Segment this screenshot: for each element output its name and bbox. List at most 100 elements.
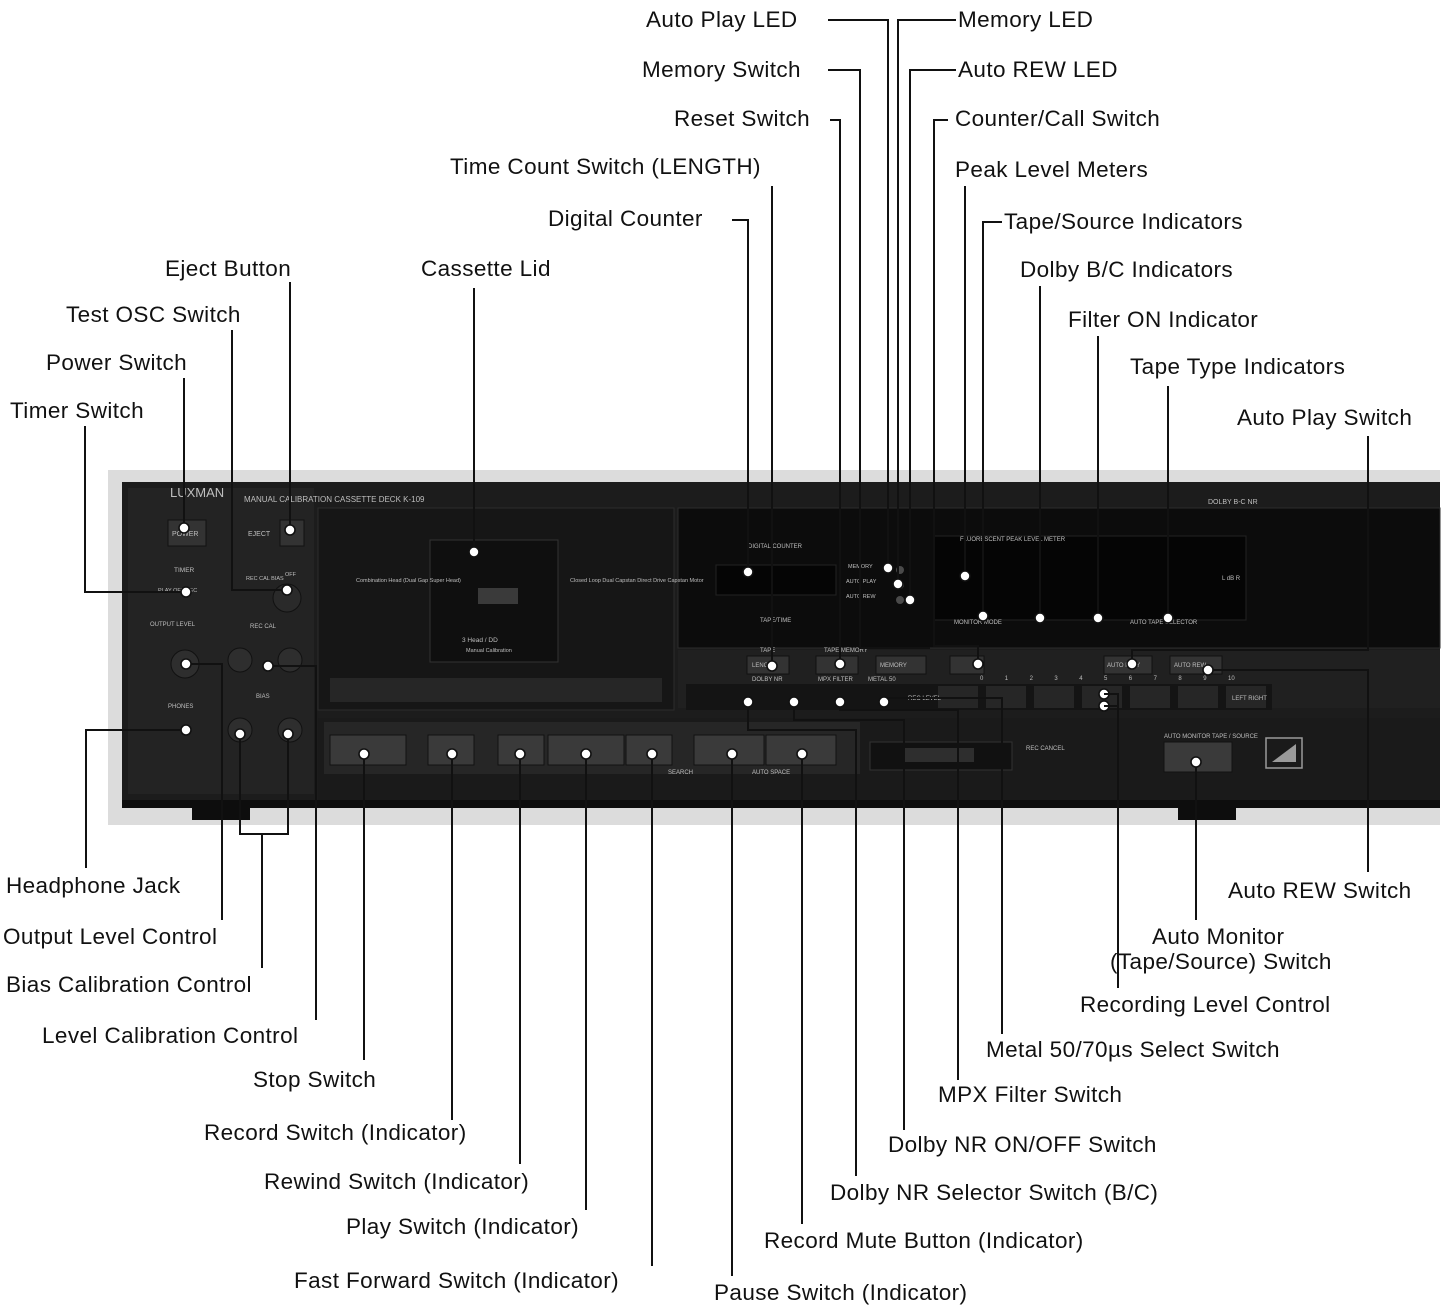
leader-memory-switch: [828, 69, 930, 649]
label-reset-switch: Reset Switch: [674, 106, 811, 131]
panel-printed-text: LUXMAN MANUAL CALIBRATION CASSETTE DECK …: [150, 485, 1267, 776]
panel-search: SEARCH: [668, 770, 693, 776]
label-memory-led: Memory LED: [958, 7, 1094, 32]
scale-mark: 6: [1129, 676, 1133, 682]
panel-head-note: Combination Head (Dual Gap Super Head): [356, 578, 461, 584]
panel-cassette-badge-sub: Manual Calibration: [466, 648, 512, 654]
leader-level-cal: [268, 665, 317, 1020]
scale-mark: 8: [1178, 676, 1182, 682]
panel-cassette-badge: 3 Head / DD: [462, 637, 498, 644]
label-output-level-control: Output Level Control: [3, 924, 218, 949]
panel-phones: PHONES: [168, 704, 193, 710]
panel-meter-side: L dB R: [1222, 576, 1241, 582]
pointer-dots: [178, 522, 1214, 768]
panel-auto-monitor: AUTO MONITOR TAPE / SOURCE: [1164, 734, 1258, 740]
panel-meter-label: FLUORESCENT PEAK LEVEL METER: [960, 537, 1066, 543]
label-metal-select-switch: Metal 50/70µs Select Switch: [986, 1037, 1280, 1062]
leader-headphone-jack: [85, 729, 186, 868]
label-digital-counter: Digital Counter: [548, 206, 703, 231]
leader-reset-switch: [830, 119, 841, 664]
panel-timer-label: TIMER: [174, 567, 195, 574]
label-pause-switch: Pause Switch (Indicator): [714, 1280, 968, 1305]
panel-rec-cancel: REC CANCEL: [1026, 746, 1065, 752]
leader-auto-play-switch: [1131, 436, 1369, 664]
label-auto-rew-switch: Auto REW Switch: [1228, 878, 1412, 903]
label-eject-button: Eject Button: [165, 256, 292, 281]
leader-bias-cal: [239, 734, 263, 968]
scale-mark: 10: [1228, 676, 1235, 682]
scale-mark: 1: [1005, 676, 1009, 682]
panel-power-label: POWER: [172, 531, 198, 538]
leader-memory-led: [897, 19, 956, 584]
panel-auto-tape-selector: AUTO TAPE SELECTOR: [1130, 620, 1198, 626]
leader-lines: [84, 19, 1369, 1276]
leader-bias-cal-2: [262, 734, 289, 835]
panel-drive-note: Closed Loop Dual Capstan Direct Drive Ca…: [570, 578, 704, 584]
panel-auto-rew-button: AUTO REW: [1174, 663, 1207, 669]
panel-rec-cal-bias: REC CAL BIAS: [246, 576, 284, 582]
leader-recording-level-split: [1104, 693, 1119, 707]
panel-tape-memory: TAPE MEMORY: [824, 648, 868, 654]
label-record-mute-button: Record Mute Button (Indicator): [764, 1228, 1084, 1253]
leader-dolby-selector: [747, 702, 857, 1176]
panel-led-auto-play: AUTO PLAY: [846, 579, 877, 585]
label-peak-level-meters: Peak Level Meters: [955, 157, 1149, 182]
panel-brand: LUXMAN: [170, 485, 224, 500]
leader-digital-counter: [732, 219, 749, 572]
panel-auto-space: AUTO SPACE: [752, 770, 790, 776]
scale-mark: 4: [1079, 676, 1083, 682]
leader-timer-switch: [84, 426, 186, 593]
scale-mark: 2: [1030, 676, 1034, 682]
deck-front-panel: [108, 470, 1441, 825]
label-auto-rew-led: Auto REW LED: [958, 57, 1118, 82]
leader-tape-source: [982, 221, 1002, 616]
label-bias-calibration-control: Bias Calibration Control: [6, 972, 252, 997]
label-time-count-switch: Time Count Switch (LENGTH): [450, 154, 761, 179]
label-stop-switch: Stop Switch: [253, 1067, 377, 1092]
label-test-osc-switch: Test OSC Switch: [66, 302, 241, 327]
panel-memory-button: MEMORY: [880, 663, 907, 669]
leader-test-osc: [231, 330, 287, 591]
leader-auto-rew-led: [909, 69, 956, 600]
panel-length: LENGTH: [752, 663, 776, 669]
panel-tape-label: TAPE: [760, 648, 775, 654]
leader-dolby-onoff: [793, 702, 905, 1130]
panel-metal: METAL 50: [868, 677, 896, 683]
panel-bias: BIAS: [256, 694, 270, 700]
panel-eject-label: EJECT: [248, 531, 271, 538]
label-play-switch: Play Switch (Indicator): [346, 1214, 580, 1239]
label-counter-call-switch: Counter/Call Switch: [955, 106, 1161, 131]
label-auto-monitor-switch-line2: (Tape/Source) Switch: [1110, 949, 1332, 974]
label-fast-forward-switch: Fast Forward Switch (Indicator): [294, 1268, 619, 1293]
panel-monitor-mode: MONITOR MODE: [954, 620, 1002, 626]
label-filter-on-indicator: Filter ON Indicator: [1068, 307, 1259, 332]
panel-digital-counter: DIGITAL COUNTER: [748, 544, 803, 550]
panel-rec-cal: REC CAL: [250, 624, 277, 630]
label-auto-play-led: Auto Play LED: [646, 7, 798, 32]
label-level-calibration-control: Level Calibration Control: [42, 1023, 299, 1048]
label-auto-monitor-switch-line1: Auto Monitor: [1152, 924, 1285, 949]
label-dolby-bc-indicators: Dolby B/C Indicators: [1020, 257, 1234, 282]
label-tape-source-indicators: Tape/Source Indicators: [1004, 209, 1243, 234]
panel-auto-play-button: AUTO PLAY: [1107, 663, 1140, 669]
label-tape-type-indicators: Tape Type Indicators: [1130, 354, 1346, 379]
scale-mark: 3: [1054, 676, 1058, 682]
scale-mark: 0: [980, 676, 984, 682]
panel-model-line: MANUAL CALIBRATION CASSETTE DECK K-109: [244, 495, 425, 504]
label-cassette-lid: Cassette Lid: [421, 256, 551, 281]
leader-output-level: [186, 663, 223, 920]
panel-output-level: OUTPUT LEVEL: [150, 622, 196, 628]
scale-mark: 9: [1203, 676, 1207, 682]
panel-led-auto-rew: AUTO REW: [846, 594, 876, 600]
leader-counter-call: [933, 119, 979, 664]
leader-auto-play-led: [828, 19, 889, 568]
label-dolby-nr-onoff-switch: Dolby NR ON/OFF Switch: [888, 1132, 1157, 1157]
label-dolby-nr-selector-switch: Dolby NR Selector Switch (B/C): [830, 1180, 1159, 1205]
scale-mark: 7: [1154, 676, 1158, 682]
panel-mpx-filter: MPX FILTER: [818, 677, 854, 683]
leader-auto-rew-switch: [1208, 669, 1369, 872]
label-auto-play-switch: Auto Play Switch: [1237, 405, 1413, 430]
